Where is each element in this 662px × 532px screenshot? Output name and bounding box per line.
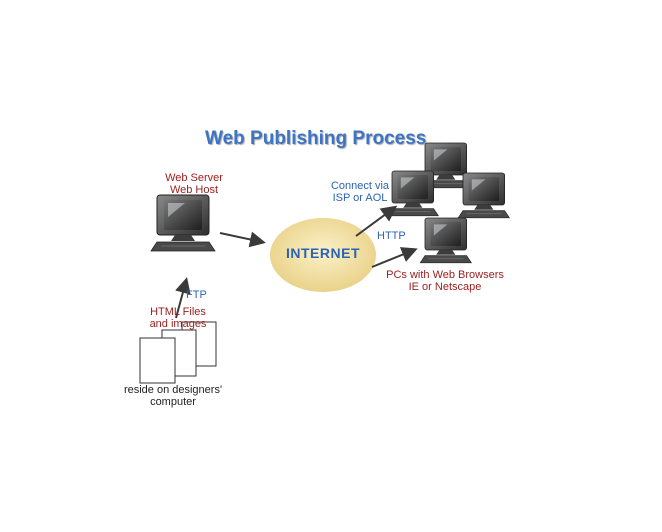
- client-pc-bottom-icon: [419, 217, 472, 264]
- diagram-title: Web Publishing Process: [205, 128, 427, 149]
- web-server-computer-icon: [150, 194, 216, 252]
- ftp-label: FTP: [186, 289, 207, 301]
- client-pc-right-icon: [457, 172, 510, 219]
- web-server-label: Web Server Web Host: [165, 172, 223, 196]
- client-pc-left-icon: [386, 170, 439, 217]
- connect-label: Connect via ISP or AOL: [330, 180, 390, 204]
- designer-computer-label: reside on designers' computer: [123, 384, 223, 408]
- http-arrow: [371, 247, 418, 268]
- internet-to-pcs-arrow: [355, 205, 398, 237]
- document-pages-icon: [139, 321, 217, 384]
- http-label: HTTP: [377, 230, 406, 242]
- ftp-upload-arrow: [175, 277, 191, 319]
- html-files-label: HTML Files and images: [149, 306, 207, 330]
- server-to-internet-arrow: [219, 231, 266, 248]
- internet-label: INTERNET: [286, 245, 360, 261]
- pcs-browsers-label: PCs with Web Browsers IE or Netscape: [386, 269, 504, 293]
- internet-ellipse: [270, 218, 376, 292]
